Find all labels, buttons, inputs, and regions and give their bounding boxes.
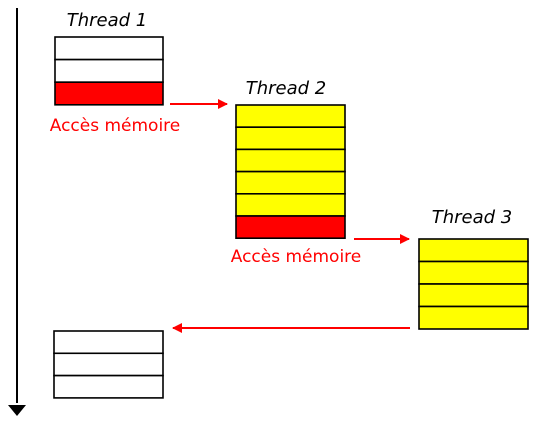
thread-3-title: Thread 3 — [432, 207, 513, 228]
thread-1-resumed-cells — [53, 330, 164, 399]
thread-1-title: Thread 1 — [67, 10, 148, 31]
down-arrow-icon — [8, 405, 26, 416]
work-cell — [418, 283, 529, 308]
work-cell — [418, 305, 529, 330]
memory-access-label-2: Accès mémoire — [231, 247, 362, 267]
thread-1-cells — [54, 36, 164, 106]
thread-2-cells — [235, 104, 346, 240]
memory-access-cell — [54, 81, 164, 106]
thread-3: Thread 3 — [418, 207, 529, 330]
empty-cell — [53, 352, 164, 377]
empty-cell — [54, 36, 164, 61]
thread-1: Thread 1 — [54, 10, 164, 106]
work-cell — [418, 238, 529, 263]
memory-access-label-1: Accès mémoire — [50, 116, 181, 136]
work-cell — [235, 170, 346, 195]
work-cell — [235, 193, 346, 217]
thread-2-title: Thread 2 — [246, 78, 327, 99]
timeline — [8, 8, 26, 416]
empty-cell — [53, 330, 164, 355]
work-cell — [235, 148, 346, 173]
thread-2: Thread 2 — [235, 78, 346, 240]
work-cell — [235, 104, 346, 129]
thread-3-cells — [418, 238, 529, 330]
empty-cell — [53, 374, 164, 399]
memory-access-cell — [235, 215, 346, 240]
work-cell — [418, 260, 529, 285]
thread-1-resumed — [53, 330, 164, 399]
work-cell — [235, 126, 346, 151]
empty-cell — [54, 58, 164, 83]
